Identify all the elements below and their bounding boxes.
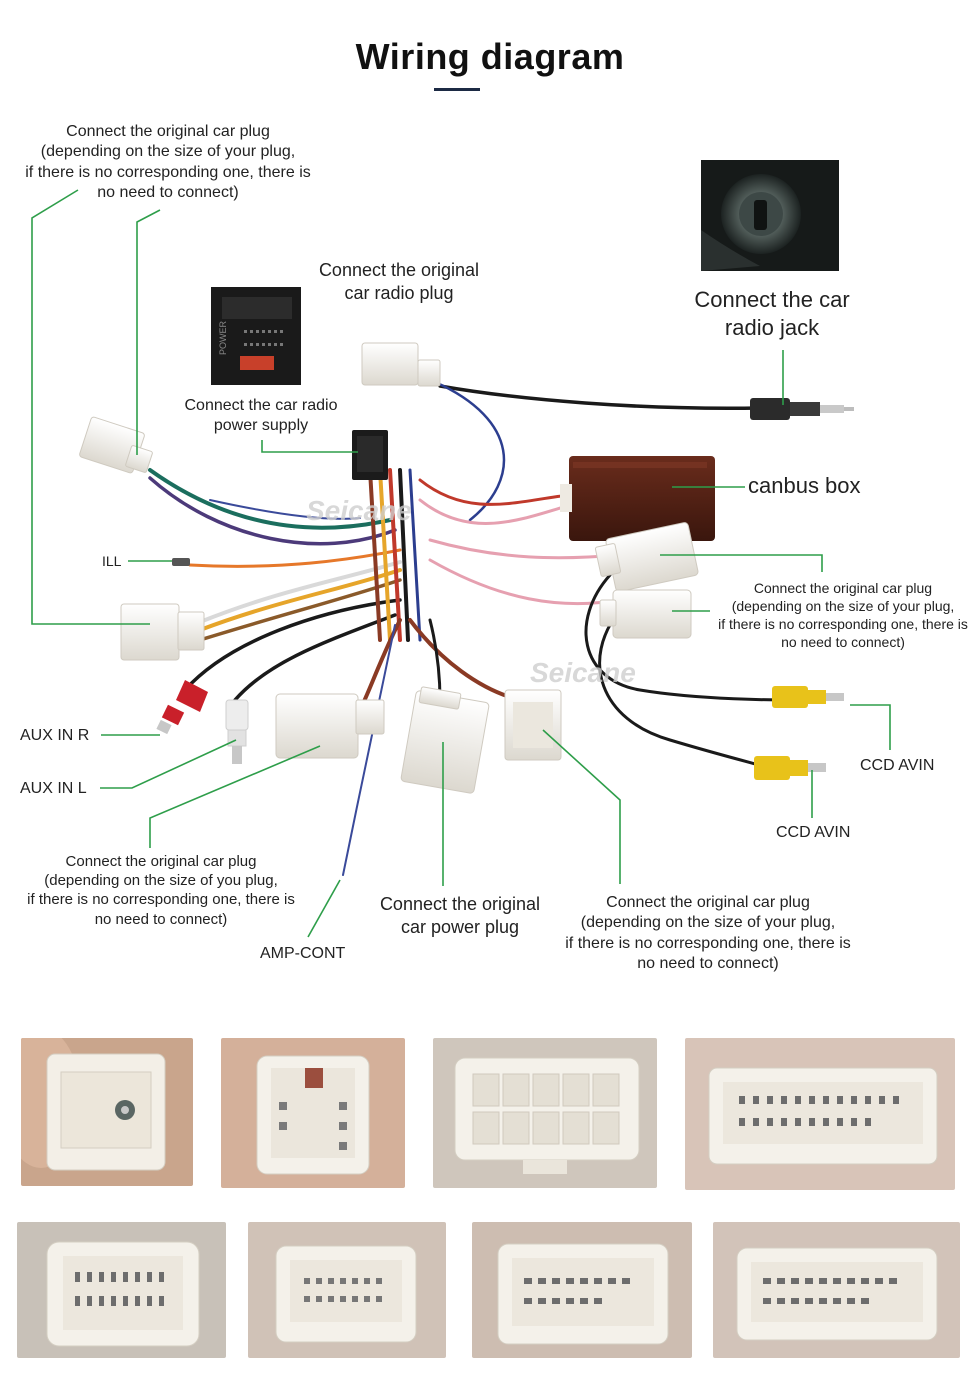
power-connector-photo: POWER	[211, 287, 301, 385]
label-original-plug-bottom: Connect the original car plug(depending …	[565, 894, 851, 973]
plug-photo-6	[248, 1222, 446, 1358]
rca-yellow-1	[772, 686, 844, 708]
label-ccd-avin-1: CCD AVIN	[860, 757, 935, 774]
watermark-2: Seicane	[530, 657, 636, 688]
connector-left-mid	[120, 603, 205, 661]
wire-bundle	[148, 380, 792, 876]
label-original-plug-right: Connect the original car plug(depending …	[718, 580, 968, 650]
rca-yellow-2	[754, 756, 826, 780]
connector-right-1	[594, 522, 699, 592]
connector-radio-plug	[361, 342, 441, 387]
plug-photo-2	[221, 1038, 405, 1188]
label-canbus-box: canbus box	[748, 473, 861, 498]
label-ill: ILL	[102, 553, 122, 569]
ill-fuse	[172, 558, 190, 566]
connector-bottom-mid	[504, 689, 562, 761]
svg-text:POWER: POWER	[218, 320, 228, 355]
label-aux-in-r: AUX IN R	[20, 727, 90, 744]
label-amp-cont: AMP-CONT	[260, 945, 346, 962]
label-ccd-avin-2: CCD AVIN	[776, 824, 851, 841]
connector-power-plug	[400, 686, 490, 794]
connector-bottom-left	[275, 693, 385, 759]
page-title: Wiring diagram	[355, 36, 625, 77]
title-underline	[434, 88, 480, 91]
plug-photo-1	[21, 1038, 193, 1186]
plug-photo-7	[472, 1222, 692, 1358]
rca-plugs	[156, 558, 844, 780]
canbus-box	[560, 456, 715, 541]
connector-right-2	[599, 589, 692, 639]
rca-red	[156, 680, 208, 735]
wiring-diagram: POWER	[31, 160, 891, 938]
watermark-1: Seicane	[306, 495, 412, 526]
plug-photo-3	[433, 1038, 657, 1188]
plug-photo-5	[17, 1222, 226, 1358]
connectors	[79, 342, 854, 794]
plug-photo-8	[713, 1222, 960, 1358]
label-aux-in-l: AUX IN L	[20, 780, 87, 797]
leader-lines	[31, 189, 891, 938]
label-original-plug-top: Connect the original car plug(depending …	[25, 123, 311, 202]
antenna-plug	[750, 398, 854, 420]
antenna-jack-photo	[701, 160, 839, 271]
plug-photo-4	[685, 1038, 955, 1190]
connector-top-left	[79, 416, 153, 474]
connector-power-16pin	[352, 430, 388, 480]
label-original-plug-left: Connect the original car plug(depending …	[27, 853, 295, 928]
rca-white	[225, 699, 249, 764]
